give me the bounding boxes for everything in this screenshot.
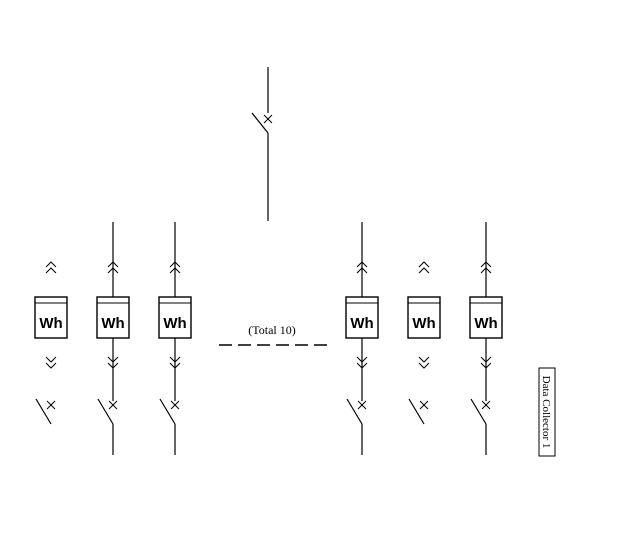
data-collector: Data Collector 1 [538,367,556,457]
lower-arrow-1 [169,356,181,363]
lower-arrow-1 [480,356,492,363]
feeder-3: Wh [158,222,192,455]
feeder-1: Wh [34,261,68,425]
lower-arrow-2 [480,362,492,369]
lower-arrow-2 [45,362,57,369]
incoming-breaker-blade [251,112,269,134]
incoming-feeder [251,67,273,221]
feeder-group: Wh Wh Wh Wh Wh Wh [34,222,503,455]
breaker-blade [159,398,176,425]
meter-box [158,296,192,339]
meter-label: Wh [474,315,497,332]
incoming-breaker-x-2 [263,114,273,124]
upper-arrow-2 [169,267,181,274]
feeder-4: Wh [345,222,379,455]
feeder-2: Wh [96,222,130,455]
lower-arrow-2 [356,362,368,369]
meter-box [96,296,130,339]
meter-label: Wh [101,315,124,332]
lower-arrow-1 [107,356,119,363]
meter-label: Wh [39,315,62,332]
lower-arrow-1 [418,356,430,363]
lower-arrow-1 [356,356,368,363]
breaker-blade [470,398,487,425]
lower-arrow-1 [45,356,57,363]
data-collector-label: Data Collector 1 [540,376,552,449]
upper-arrow-1 [45,261,57,268]
upper-arrow-2 [107,267,119,274]
meter-label: Wh [412,315,435,332]
breaker-x-2 [46,400,56,410]
upper-arrow-1 [356,261,368,268]
feeder-5: Wh [407,261,441,425]
lower-arrow-2 [107,362,119,369]
lower-arrow-2 [418,362,430,369]
meter-box [345,296,379,339]
breaker-blade [35,398,52,425]
meter-box [469,296,503,339]
meter-box [34,296,68,339]
lower-arrow-2 [169,362,181,369]
breaker-x-2 [419,400,429,410]
upper-arrow-1 [107,261,119,268]
data-collector-box [538,367,556,457]
upper-arrow-1 [418,261,430,268]
breaker-x-2 [357,400,367,410]
breaker-blade [346,398,363,425]
upper-arrow-2 [45,267,57,274]
upper-arrow-2 [480,267,492,274]
feeder-6: Wh [469,222,503,455]
meter-label: Wh [163,315,186,332]
upper-arrow-2 [356,267,368,274]
upper-arrow-2 [418,267,430,274]
breaker-blade [408,398,425,425]
upper-arrow-1 [169,261,181,268]
breaker-x-2 [170,400,180,410]
breaker-x-2 [481,400,491,410]
meter-box [407,296,441,339]
meter-label: Wh [350,315,373,332]
breaker-blade [97,398,114,425]
total-count-label: (Total 10) [248,323,295,337]
upper-arrow-1 [480,261,492,268]
breaker-x-2 [108,400,118,410]
